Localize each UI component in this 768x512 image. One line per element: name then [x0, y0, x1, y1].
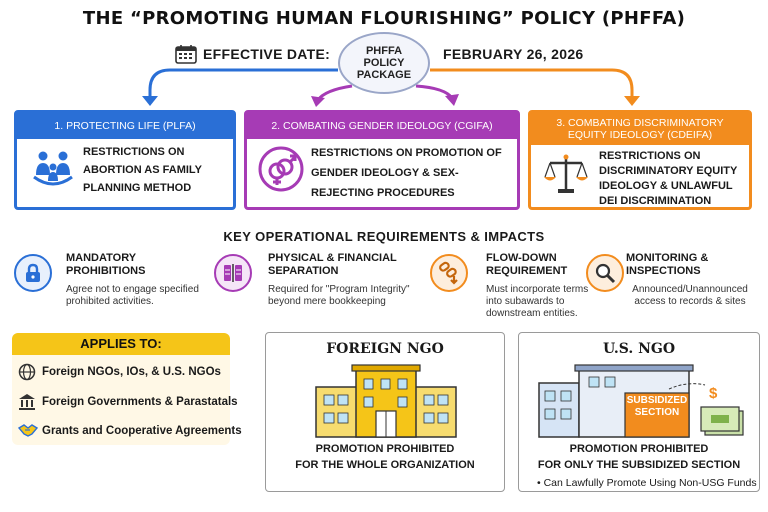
scales-icon: [544, 154, 588, 193]
applies-item-label: Foreign Governments & Parastatals: [42, 396, 238, 408]
policy-package-bubble: PHFFA POLICY PACKAGE: [338, 32, 430, 94]
magnifier-icon: [586, 254, 624, 292]
applies-to-header: APPLIES TO:: [12, 333, 230, 355]
pillar-discriminatory-equity: 3. COMBATING DISCRIMINATORY EQUITY IDEOL…: [528, 110, 752, 210]
us-ngo-bullet-text: Can Lawfully Promote Using Non-USG Funds: [543, 477, 757, 489]
us-ngo-panel: U.S. NGO SUBSIDIZED SECTION $ PROMOTION …: [518, 332, 760, 492]
pillar-description: Restrictions on abortion as family plann…: [83, 146, 202, 194]
requirement-description: Agree not to engage specified prohibited…: [66, 284, 199, 307]
dollar-icon: $: [709, 385, 718, 402]
government-building-icon: [19, 394, 35, 410]
pillar-gender-ideology: 2. COMBATING GENDER IDEOLOGY (CGIFA) Res…: [244, 110, 520, 210]
handshake-icon: [18, 424, 38, 437]
family-icon: [33, 151, 73, 186]
pillar-protecting-life: 1. PROTECTING LIFE (PLFA) Restrictions o…: [14, 110, 236, 210]
us-ngo-title: U.S. NGO: [602, 341, 676, 357]
pillar-header: 1. PROTECTING LIFE (PLFA): [17, 113, 233, 139]
subsidized-section-label: SUBSIDIZED SECTION: [626, 395, 688, 418]
gender-symbol-icon: [258, 146, 304, 192]
foreign-ngo-title: FOREIGN NGO: [326, 341, 444, 357]
organization-building-icon: [315, 364, 457, 438]
us-ngo-line2: FOR ONLY THE SUBSIDIZED SECTION: [537, 459, 741, 471]
page-title: THE “PROMOTING HUMAN FLOURISHING” POLICY…: [82, 8, 686, 29]
us-ngo-line1: PROMOTION PROHIBITED: [569, 443, 709, 455]
requirements-heading: KEY OPERATIONAL REQUIREMENTS & IMPACTS: [223, 229, 545, 244]
foreign-ngo-line1: PROMOTION PROHIBITED: [315, 443, 455, 455]
requirement-description: Must incorporate terms into subawards to…: [486, 284, 589, 319]
lock-icon: [14, 254, 52, 292]
pillar-description: Restrictions on promotion of gender ideo…: [311, 147, 502, 199]
requirement-title: Flow-down requirement: [486, 252, 568, 277]
calendar-icon: [175, 45, 197, 64]
requirement-description: Announced/Unannounced access to records …: [632, 284, 748, 307]
pillar-description: Restrictions on discriminatory equity id…: [599, 150, 738, 207]
globe-icon: [18, 363, 36, 381]
effective-date-value: FEBRUARY 26, 2026: [443, 46, 584, 62]
requirement-title: Physical & financial separation: [268, 252, 397, 277]
us-ngo-building-icon: [538, 364, 744, 438]
us-ngo-bullet: • Can Lawfully Promote Using Non-USG Fun…: [537, 477, 757, 489]
requirement-title: Monitoring & inspections: [626, 252, 709, 277]
pillar-header: 3. COMBATING DISCRIMINATORY EQUITY IDEOL…: [531, 113, 749, 145]
chain-icon: [430, 254, 468, 292]
applies-item-label: Grants and Cooperative Agreements: [42, 425, 242, 437]
foreign-ngo-line2: FOR THE WHOLE ORGANIZATION: [295, 459, 475, 471]
foreign-ngo-panel: FOREIGN NGO PROMOTION PROHIBITED FOR THE…: [265, 332, 505, 492]
effective-date-label: EFFECTIVE DATE:: [203, 46, 331, 62]
pillar-header: 2. COMBATING GENDER IDEOLOGY (CGIFA): [247, 113, 517, 139]
separation-icon: [214, 254, 252, 292]
requirement-description: Required for "Program Integrity" beyond …: [268, 284, 410, 307]
requirement-title: Mandatory prohibitions: [66, 252, 146, 277]
applies-item-label: Foreign NGOs, IOs, & U.S. NGOs: [42, 366, 221, 378]
applies-to-panel: APPLIES TO: Foreign NGOs, IOs, & U.S. NG…: [12, 333, 242, 445]
